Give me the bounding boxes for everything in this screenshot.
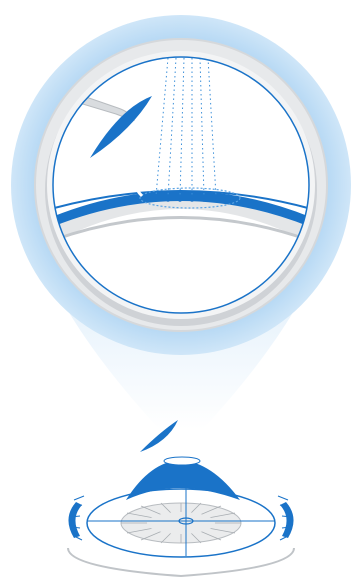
eye-cross-section-icon <box>68 457 294 576</box>
